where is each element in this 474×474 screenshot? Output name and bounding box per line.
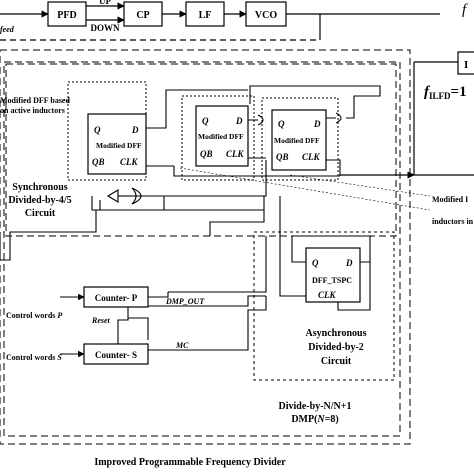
ilfd-box-label: I bbox=[464, 59, 468, 71]
modified-dff-2: Q D Modified DFF QB CLK bbox=[181, 95, 255, 181]
outer-divider-border bbox=[0, 49, 411, 445]
dmp-line2: DMP(N=8) bbox=[291, 414, 338, 425]
counter-p: Counter- P bbox=[83, 286, 149, 308]
svg-text:CLK: CLK bbox=[302, 152, 321, 162]
svg-text:DFF_TSPC: DFF_TSPC bbox=[312, 276, 352, 285]
pll-chain bbox=[0, 1, 440, 41]
svg-text:Q: Q bbox=[312, 258, 319, 268]
down-label: DOWN bbox=[91, 23, 121, 33]
svg-text:D: D bbox=[131, 125, 139, 135]
modified-dff-3: Q D Modified DFF QB CLK bbox=[261, 97, 339, 181]
lf-label: LF bbox=[199, 10, 212, 21]
svg-text:Modified DFF: Modified DFF bbox=[274, 136, 320, 145]
f-out-label: f bbox=[462, 2, 468, 18]
lf-block bbox=[185, 1, 225, 27]
sync-border bbox=[5, 63, 397, 237]
svg-text:D: D bbox=[345, 258, 353, 268]
sync-title-line1: Synchronous bbox=[12, 182, 68, 193]
svg-text:Modified DFF: Modified DFF bbox=[96, 141, 142, 150]
dmp-border bbox=[3, 61, 401, 437]
svg-text:D: D bbox=[313, 119, 321, 129]
svg-text:CLK: CLK bbox=[120, 157, 139, 167]
sync-wiring bbox=[91, 85, 381, 236]
svg-text:QB: QB bbox=[276, 152, 289, 162]
ilfd-block bbox=[457, 51, 474, 75]
svg-text:D: D bbox=[235, 116, 243, 126]
vco-label: VCO bbox=[255, 10, 277, 21]
svg-text:Counter- S: Counter- S bbox=[95, 350, 137, 360]
dff-tspc: Q D DFF_TSPC CLK bbox=[305, 247, 361, 303]
async-title-line3: Circuit bbox=[321, 356, 352, 367]
modified-note-line2: inductors in bbox=[432, 217, 474, 226]
svg-text:QB: QB bbox=[200, 149, 213, 159]
svg-text:Q: Q bbox=[94, 125, 101, 135]
sync-title-line3: Circuit bbox=[25, 208, 56, 219]
dmp-out-label: DMP_OUT bbox=[165, 297, 205, 306]
svg-text:CLK: CLK bbox=[318, 290, 337, 300]
modified-note-line1: Modified I bbox=[432, 195, 468, 204]
control-words-p: Control words P bbox=[6, 311, 62, 320]
sync-title-line2: Divided-by-4/5 bbox=[8, 195, 71, 206]
reset-label: Reset bbox=[91, 316, 111, 325]
pfd-label: PFD bbox=[57, 10, 76, 21]
sync-note-line1: Modified DFF based bbox=[0, 96, 70, 105]
async-title-line1: Asynchronous bbox=[306, 328, 367, 339]
svg-text:Q: Q bbox=[278, 119, 285, 129]
cp-label: CP bbox=[136, 10, 149, 21]
feed-label: feed bbox=[0, 25, 15, 34]
footer-title: Improved Programmable Frequency Divider bbox=[94, 457, 286, 468]
async-title-line2: Divided-by-2 bbox=[308, 342, 364, 353]
dmp-line1: Divide-by-N/N+1 bbox=[279, 401, 352, 412]
control-words-s: Control words S bbox=[6, 353, 62, 362]
modified-dff-1: Q D Modified DFF QB CLK bbox=[67, 81, 147, 181]
sync-note-line2: on active inductors bbox=[0, 106, 65, 115]
svg-text:QB: QB bbox=[92, 157, 105, 167]
counter-s: Counter- S bbox=[83, 343, 149, 365]
svg-text:Counter- P: Counter- P bbox=[95, 293, 138, 303]
svg-text:Modified DFF: Modified DFF bbox=[198, 132, 244, 141]
cp-block bbox=[123, 1, 163, 27]
mc-label: MC bbox=[175, 341, 189, 350]
svg-text:Q: Q bbox=[202, 116, 209, 126]
up-label: UP bbox=[99, 0, 111, 6]
filfd-label: fILFD=1 bbox=[424, 84, 467, 101]
svg-text:CLK: CLK bbox=[226, 149, 245, 159]
